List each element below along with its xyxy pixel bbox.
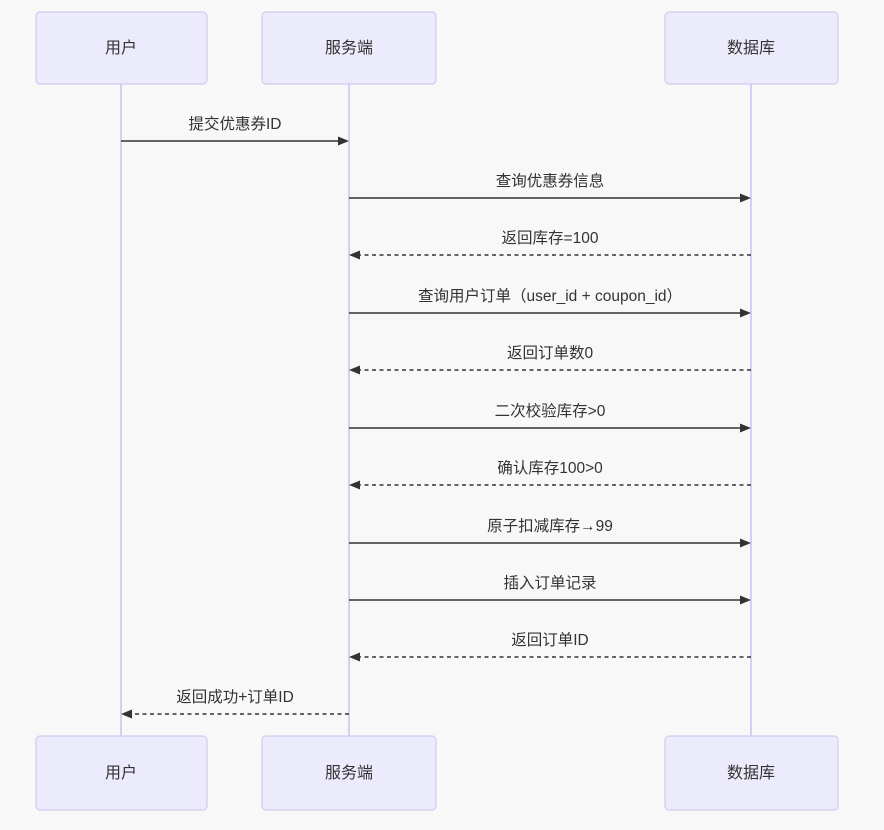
participant-label: 用户 xyxy=(105,764,137,782)
message-label: 二次校验库存>0 xyxy=(495,402,606,420)
lifelines-group xyxy=(120,84,752,736)
participant-box xyxy=(35,11,208,85)
message-arrowhead xyxy=(121,709,132,719)
message-arrowhead xyxy=(740,193,751,203)
message-arrowhead xyxy=(349,250,360,260)
message-7[interactable]: 确认库存100>0 xyxy=(349,459,751,490)
participant-database-bottom[interactable]: 数据库 xyxy=(664,735,839,811)
participant-user-bottom[interactable]: 用户 xyxy=(35,735,208,811)
participant-label: 数据库 xyxy=(727,764,775,782)
message-label: 返回订单ID xyxy=(511,631,589,649)
message-label: 查询用户订单（user_id + coupon_id） xyxy=(418,287,682,305)
message-4[interactable]: 查询用户订单（user_id + coupon_id） xyxy=(349,287,751,318)
message-arrowhead xyxy=(740,595,751,605)
participant-server-bottom[interactable]: 服务端 xyxy=(261,735,437,811)
message-label: 插入订单记录 xyxy=(503,574,596,592)
message-label: 返回成功+订单ID xyxy=(176,688,294,706)
message-arrowhead xyxy=(338,136,349,146)
participant-box xyxy=(261,735,437,811)
message-8[interactable]: 原子扣减库存→99 xyxy=(349,517,751,548)
participant-user-top[interactable]: 用户 xyxy=(35,11,208,85)
participant-box xyxy=(261,11,437,85)
participant-label: 数据库 xyxy=(727,39,775,57)
participant-database-top[interactable]: 数据库 xyxy=(664,11,839,85)
participant-label: 用户 xyxy=(105,39,137,57)
message-11[interactable]: 返回成功+订单ID xyxy=(121,688,349,719)
participant-label: 服务端 xyxy=(325,39,373,57)
message-9[interactable]: 插入订单记录 xyxy=(349,574,751,605)
message-label: 确认库存100>0 xyxy=(497,459,603,477)
message-arrowhead xyxy=(740,538,751,548)
message-arrowhead xyxy=(349,365,360,375)
message-6[interactable]: 二次校验库存>0 xyxy=(349,402,751,433)
message-arrowhead xyxy=(349,652,360,662)
message-3[interactable]: 返回库存=100 xyxy=(349,229,751,260)
participants-group: 用户服务端数据库用户服务端数据库 xyxy=(35,11,839,811)
message-arrowhead xyxy=(740,423,751,433)
participant-box xyxy=(664,735,839,811)
message-label: 查询优惠券信息 xyxy=(496,172,605,190)
participant-box xyxy=(664,11,839,85)
message-label: 原子扣减库存→99 xyxy=(487,517,613,535)
message-1[interactable]: 提交优惠券ID xyxy=(121,115,349,146)
message-2[interactable]: 查询优惠券信息 xyxy=(349,172,751,203)
message-10[interactable]: 返回订单ID xyxy=(349,631,751,662)
message-label: 提交优惠券ID xyxy=(188,115,281,133)
message-arrowhead xyxy=(349,480,360,490)
message-arrowhead xyxy=(740,308,751,318)
message-label: 返回订单数0 xyxy=(507,344,594,362)
message-label: 返回库存=100 xyxy=(502,229,599,247)
participant-label: 服务端 xyxy=(325,764,373,782)
participant-box xyxy=(35,735,208,811)
participant-server-top[interactable]: 服务端 xyxy=(261,11,437,85)
message-5[interactable]: 返回订单数0 xyxy=(349,344,751,375)
